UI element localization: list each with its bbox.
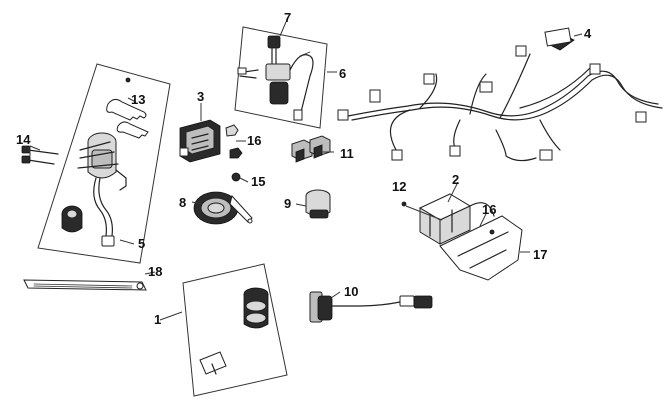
callout-16-upper: 16 <box>247 133 261 148</box>
callout-14: 14 <box>16 132 31 147</box>
callout-5: 5 <box>138 236 145 251</box>
rubber-strap <box>23 279 147 291</box>
callout-18: 18 <box>148 264 162 279</box>
usb-socket <box>309 291 433 323</box>
main-wire-harness <box>337 27 663 162</box>
callout-11: 11 <box>340 146 354 161</box>
callout-7: 7 <box>284 10 291 25</box>
callout-17: 17 <box>533 247 547 262</box>
callout-12: 12 <box>392 179 406 194</box>
relay-pair <box>291 135 331 163</box>
screw <box>231 172 241 182</box>
callout-8: 8 <box>179 195 186 210</box>
horn <box>193 191 253 225</box>
callout-15: 15 <box>251 174 265 189</box>
leader-lines <box>29 21 583 321</box>
flasher-relay <box>305 189 331 219</box>
relay-harness-group-frame <box>234 26 328 129</box>
callout-1: 1 <box>154 312 161 327</box>
callout-9: 9 <box>284 196 291 211</box>
callout-16-lower: 16 <box>482 202 496 217</box>
relay-harness <box>237 35 314 121</box>
callout-labels: 1 2 3 4 5 6 7 8 9 10 11 12 13 14 15 16 1… <box>16 10 592 327</box>
ignition-switch-group-frame <box>37 63 171 264</box>
callout-6: 6 <box>339 66 346 81</box>
clip-set-upper <box>225 124 243 159</box>
callout-10: 10 <box>344 284 358 299</box>
callout-4: 4 <box>584 26 592 41</box>
callout-2: 2 <box>452 172 459 187</box>
ignition-coil-assembly <box>401 193 523 281</box>
power-socket <box>199 287 269 375</box>
callout-13: 13 <box>131 92 145 107</box>
regulator-unit <box>179 119 221 163</box>
callout-3: 3 <box>197 89 204 104</box>
ignition-switch-assembly <box>21 77 149 247</box>
power-socket-group-frame <box>182 263 288 397</box>
